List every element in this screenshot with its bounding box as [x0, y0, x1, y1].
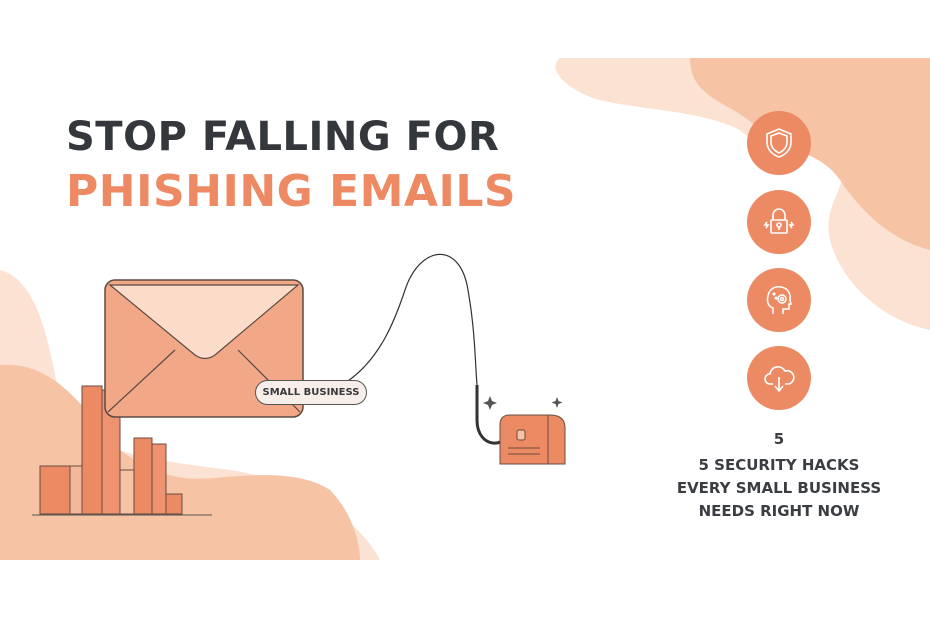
fishing-line: [344, 253, 478, 386]
cloud-download-icon: [747, 346, 811, 410]
headline-line2: PHISHING EMAILS: [66, 166, 517, 217]
headline-line1: STOP FALLING FOR: [66, 114, 500, 160]
subtitle-line3: NEEDS RIGHT NOW: [698, 502, 860, 520]
shield-icon: [747, 111, 811, 175]
subtitle-number: 5: [773, 430, 785, 448]
sparkle-icon: [483, 396, 563, 410]
subtitle-line2: EVERY SMALL BUSINESS: [676, 479, 882, 497]
small-business-tag: SMALL BUSINESS: [255, 380, 367, 405]
lock-icon: [747, 190, 811, 254]
subtitle-line1: 5 SECURITY HACKS: [698, 456, 860, 474]
buildings-illustration: [32, 385, 212, 516]
head-gear-icon: [747, 268, 811, 332]
blob-top-right: [690, 58, 930, 250]
treasure-chest-icon: [499, 414, 566, 465]
